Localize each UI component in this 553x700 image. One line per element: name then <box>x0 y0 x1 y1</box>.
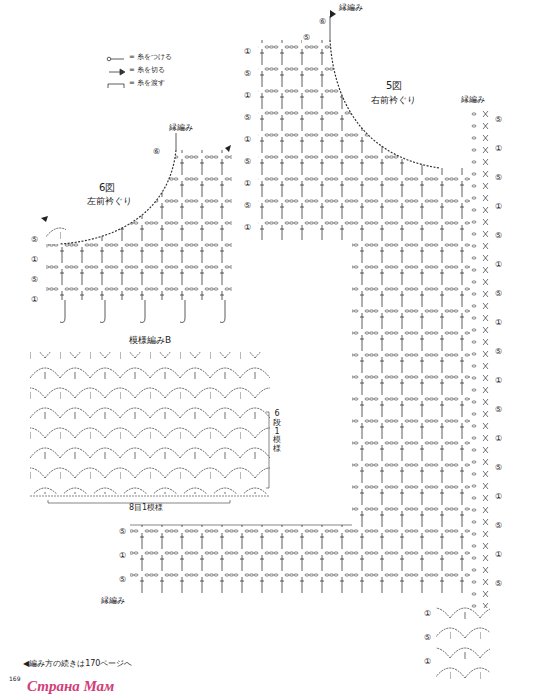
filet-grid <box>130 40 470 595</box>
repeat-label: 8目1模様 <box>128 504 164 513</box>
row-number: ① <box>494 435 503 444</box>
chart-title: 5図 <box>385 80 403 91</box>
row-number: ① <box>243 224 252 233</box>
filet-grid <box>46 150 232 300</box>
edge-shell <box>46 222 66 248</box>
chart-title: 縁編み <box>460 96 486 105</box>
row-number: ① <box>118 552 127 561</box>
row-number: ⑤ <box>494 232 503 241</box>
neck-edge <box>330 40 440 168</box>
legend-symbols <box>107 57 125 88</box>
neck-edge <box>60 150 176 244</box>
shell-fans <box>30 418 270 442</box>
chart-title: 縁編み <box>338 4 364 13</box>
edge-shell <box>436 600 490 680</box>
row-number: ⑤ <box>118 528 127 537</box>
chart-title: 左前衿ぐり <box>86 197 133 207</box>
chart-title: 右前衿ぐり <box>370 96 417 106</box>
row-number: ⑤ <box>494 406 503 415</box>
row-number: ⑤ <box>118 576 127 585</box>
row-number: ① <box>494 145 503 154</box>
row-number: ① <box>30 256 39 265</box>
row-number: ① <box>494 377 503 386</box>
row-number: ⑤ <box>494 348 503 357</box>
row-number: ⑤ <box>494 116 503 125</box>
row-number: ⑥ <box>318 18 327 27</box>
legend-text: = 糸を切る <box>128 67 166 75</box>
row-number: ① <box>494 319 503 328</box>
row-number: ⑤ <box>243 158 252 167</box>
row-number: ① <box>494 261 503 270</box>
row-number: ⑤ <box>243 114 252 123</box>
row-number: ① <box>494 551 503 560</box>
row-number: ⑤ <box>494 174 503 183</box>
repeat-bracket <box>266 412 269 488</box>
repeat-label: 6段1模様 <box>272 410 282 454</box>
legend-text: = 糸を渡す <box>128 80 166 88</box>
row-number: ① <box>494 203 503 212</box>
thread-ends <box>60 300 225 323</box>
chart-title: 6図 <box>98 182 116 193</box>
row-number: ① <box>243 92 252 101</box>
chart-title: 模様編みB <box>128 336 172 346</box>
shell-fans <box>30 352 270 376</box>
chart-title: 縁編み <box>168 124 194 133</box>
row-number: ① <box>423 658 432 667</box>
row-number: ① <box>243 48 252 57</box>
row-number: ⑤ <box>494 522 503 531</box>
row-number: ⑤ <box>30 236 39 245</box>
row-number: ① <box>30 296 39 305</box>
row-number: ① <box>494 493 503 502</box>
shell-pattern <box>30 352 270 494</box>
page-number: 169 <box>8 676 21 683</box>
row-number: ① <box>243 136 252 145</box>
row-number: ① <box>423 610 432 619</box>
row-number: ⑤ <box>423 634 432 643</box>
row-number: ⑤ <box>243 70 252 79</box>
row-number: ⑤ <box>302 34 311 43</box>
row-number: ⑤ <box>30 276 39 285</box>
row-number: ⑤ <box>243 202 252 211</box>
edge-border <box>470 108 490 608</box>
legend-text: = 糸をつける <box>128 54 173 62</box>
row-number: ⑥ <box>152 148 161 157</box>
row-number: ① <box>243 180 252 189</box>
note-text: ◀編み方の続きは170ページへ <box>22 660 133 669</box>
chart-title: 縁編み <box>100 597 126 606</box>
watermark: Страна Мам <box>26 678 115 695</box>
row-number: ⑤ <box>494 290 503 299</box>
repeat-bracket <box>48 500 230 503</box>
row-number: ⑤ <box>494 580 503 589</box>
row-number: ⑤ <box>494 464 503 473</box>
